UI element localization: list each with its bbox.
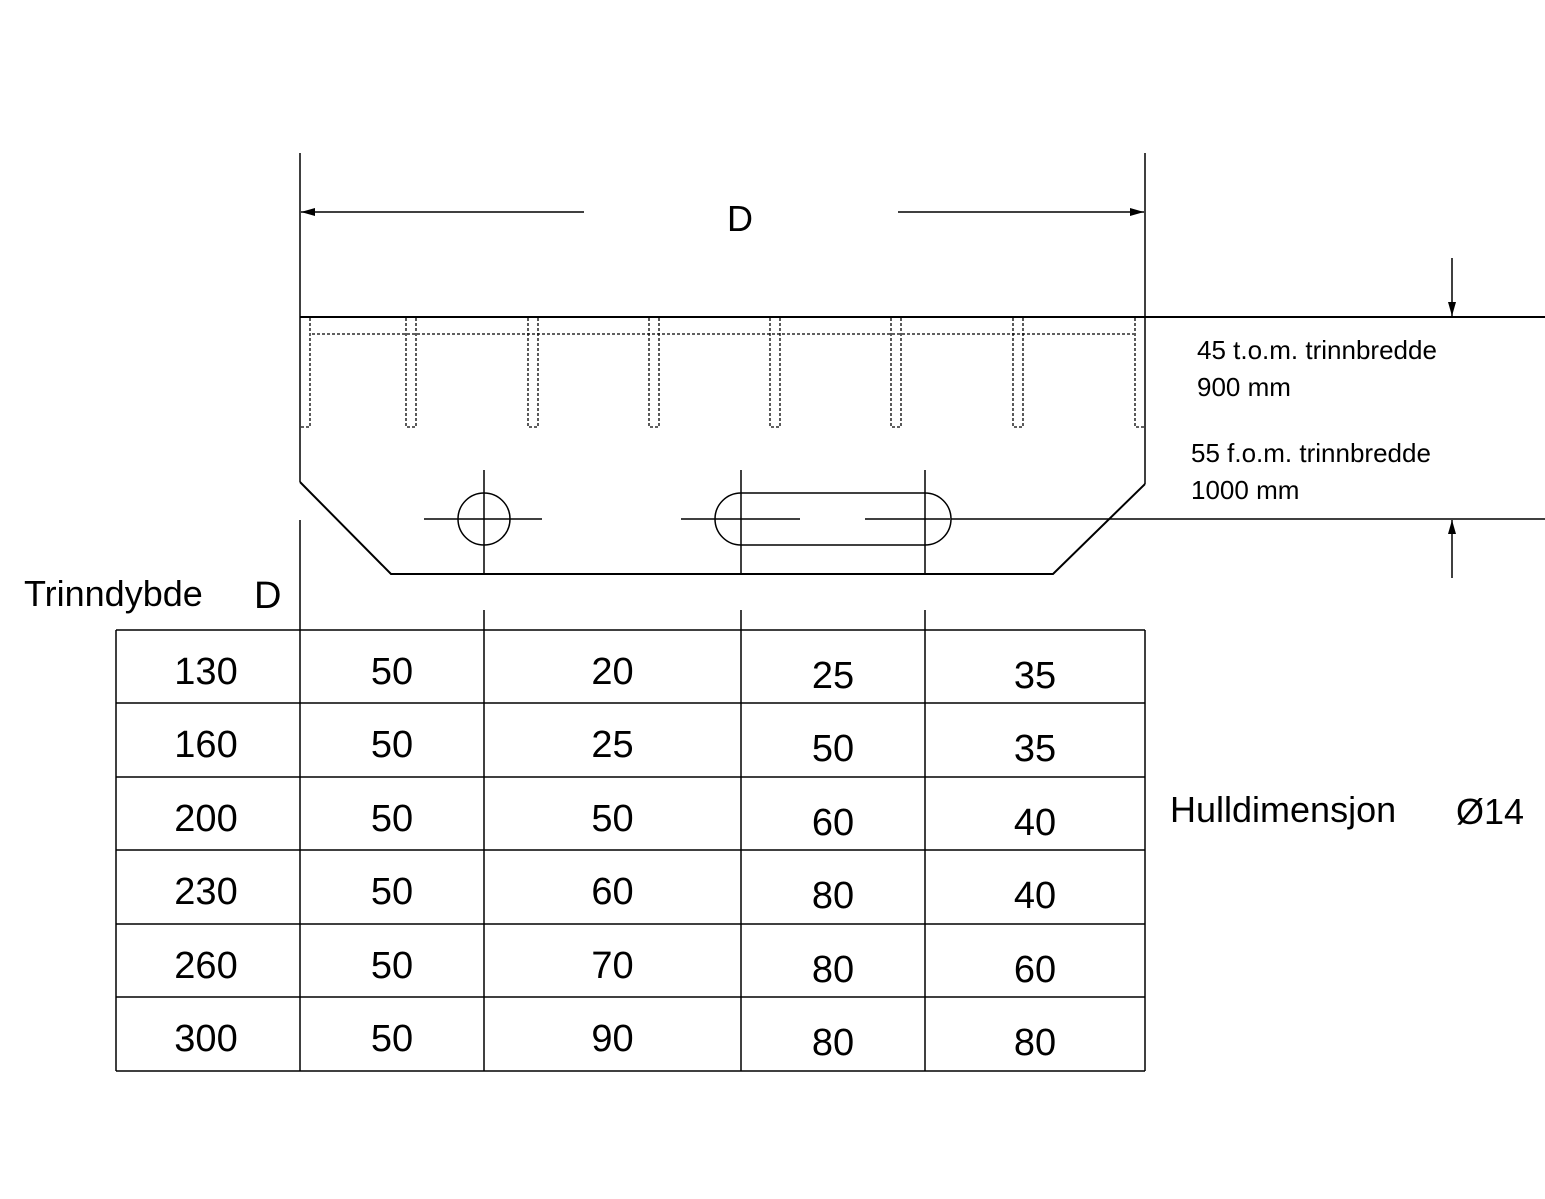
centerlines	[299, 470, 1545, 630]
dimension-table: 130 50 20 25 35 160 50 25 50 35 200 50 50 60 40 230 50 60…	[115, 629, 1146, 1072]
table-cell: 300	[174, 1018, 237, 1060]
table-cell: 60	[812, 802, 854, 844]
table-cell: 200	[174, 798, 237, 840]
table-cell: 50	[371, 724, 413, 766]
table-cell: 50	[812, 728, 854, 770]
table-cell: 260	[174, 945, 237, 987]
table-cell: 80	[812, 1022, 854, 1064]
note-55: 55 f.o.m. trinnbredde	[1191, 438, 1431, 468]
table-cell: 50	[371, 1018, 413, 1060]
note-1000: 1000 mm	[1191, 475, 1299, 505]
table-cell: 35	[1014, 728, 1056, 770]
table-title-symbol: D	[254, 575, 281, 617]
table-cell: 60	[1014, 949, 1056, 991]
table-cell: 40	[1014, 875, 1056, 917]
table-cell: 160	[174, 724, 237, 766]
grating-bar	[301, 318, 311, 428]
table-cell: 25	[591, 724, 633, 766]
table-cell: 80	[1014, 1022, 1056, 1064]
table-cell: 40	[1014, 802, 1056, 844]
table-cell: 130	[174, 651, 237, 693]
table-cell: 50	[591, 798, 633, 840]
note-900: 900 mm	[1197, 372, 1291, 402]
hole-dimension-label: Hulldimensjon	[1170, 789, 1396, 830]
table-cell: 50	[371, 651, 413, 693]
note-45: 45 t.o.m. trinnbredde	[1197, 335, 1437, 365]
table-cell: 70	[591, 945, 633, 987]
table-cell: 50	[371, 798, 413, 840]
table-cell: 50	[371, 945, 413, 987]
grating-bars	[301, 318, 1144, 428]
table-cell: 25	[812, 655, 854, 697]
table-title: Trinndybde	[24, 573, 203, 614]
table-cell: 20	[591, 651, 633, 693]
table-cell: 35	[1014, 655, 1056, 697]
table-cell: 90	[591, 1018, 633, 1060]
table-cell: 230	[174, 871, 237, 913]
hole-dimension-value: Ø14	[1456, 791, 1524, 832]
grating-bar	[1134, 318, 1144, 428]
step-profile	[299, 316, 1545, 575]
width-dimension: D	[299, 153, 1146, 484]
table-cell: 60	[591, 871, 633, 913]
table-cell: 50	[371, 871, 413, 913]
hole-offset-dimension: 45 t.o.m. trinnbredde 900 mm 55 f.o.m. t…	[1191, 258, 1456, 578]
mounting-holes	[299, 470, 1545, 630]
table-cell: 80	[812, 949, 854, 991]
table-cell: 80	[812, 875, 854, 917]
dimension-label: D	[727, 198, 753, 239]
